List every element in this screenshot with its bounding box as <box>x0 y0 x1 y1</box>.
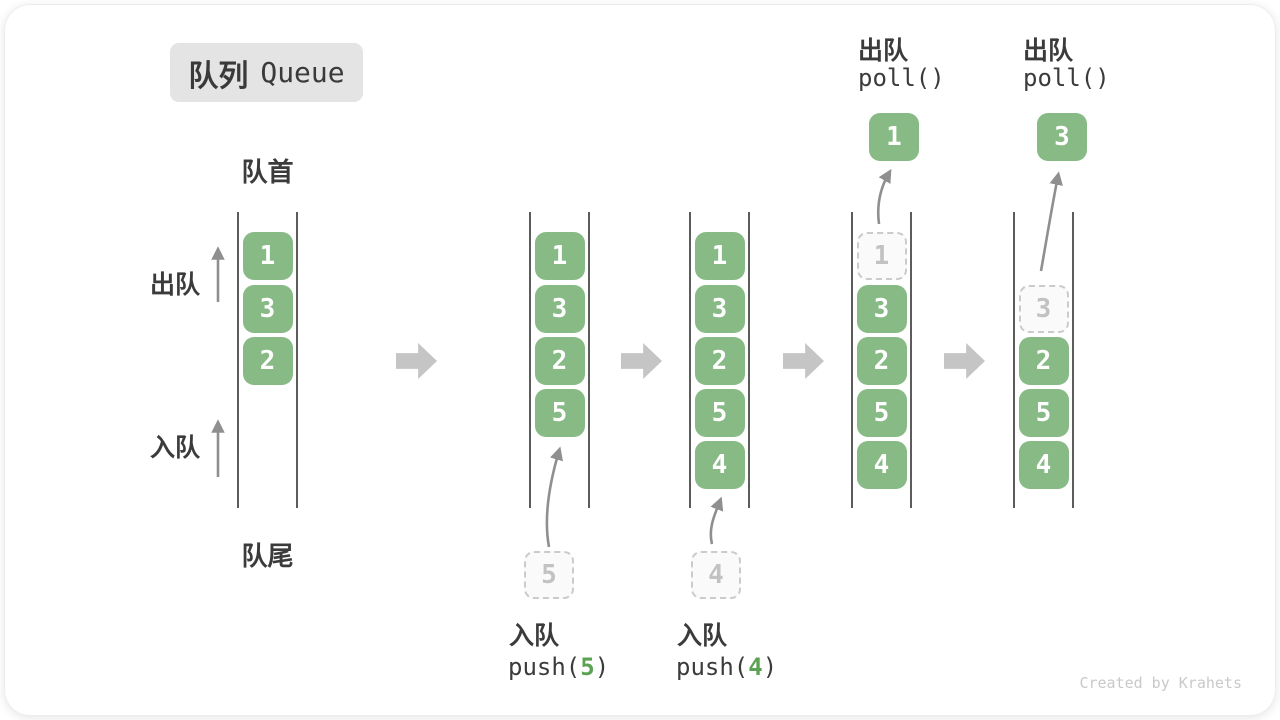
queue-cell: 3 <box>694 284 745 333</box>
code-arg: 4 <box>748 653 763 681</box>
queue-cell: 5 <box>856 389 907 437</box>
dequeued-cell: 1 <box>869 113 919 161</box>
queue-cell: 2 <box>534 336 585 385</box>
incoming-cell: 4 <box>691 551 741 599</box>
queue-rails-state-2 <box>529 212 590 508</box>
queue-cell: 3 <box>534 284 585 333</box>
queue-cell: 1 <box>694 232 745 280</box>
queue-cell: 2 <box>694 336 745 385</box>
op-code-push-4: push(4) <box>676 653 777 681</box>
queue-cell: 4 <box>694 441 745 489</box>
incoming-cell: 5 <box>524 551 574 599</box>
queue-cell: 4 <box>1018 441 1069 489</box>
code-text: ) <box>594 653 610 681</box>
op-label-dequeue-3: 出队 <box>1023 37 1074 65</box>
queue-rails-state-5 <box>1013 212 1074 508</box>
op-code-poll-3: poll() <box>1023 64 1110 92</box>
code-text: push( <box>508 653 581 681</box>
queue-cell: 3 <box>242 284 293 333</box>
title-badge: 队列 Queue <box>170 43 363 102</box>
queue-rails-state-4 <box>851 212 912 508</box>
op-label-enqueue-5: 入队 <box>509 622 560 650</box>
label-dequeue-side: 出队 <box>150 271 201 299</box>
dequeued-cell: 3 <box>1037 113 1087 161</box>
title-zh: 队列 <box>188 59 249 93</box>
watermark: Created by Krahets <box>1079 674 1242 692</box>
queue-cell: 5 <box>694 389 745 437</box>
title-en: Queue <box>260 56 345 89</box>
op-label-enqueue-4: 入队 <box>677 622 728 650</box>
code-arg: 5 <box>580 653 595 681</box>
removed-cell-ghost: 1 <box>856 232 907 280</box>
op-label-dequeue-1: 出队 <box>858 37 909 65</box>
queue-cell: 1 <box>242 232 293 280</box>
queue-cell: 2 <box>856 336 907 385</box>
label-enqueue-side: 入队 <box>150 434 201 462</box>
code-text: ) <box>762 653 778 681</box>
queue-cell: 5 <box>534 389 585 437</box>
queue-cell: 2 <box>242 336 293 385</box>
queue-cell: 5 <box>1018 389 1069 437</box>
queue-rails-state-1 <box>237 212 298 508</box>
queue-rails-state-3 <box>689 212 750 508</box>
op-code-push-5: push(5) <box>508 653 609 681</box>
queue-cell: 3 <box>856 284 907 333</box>
removed-cell-ghost: 3 <box>1018 284 1069 333</box>
label-queue-front: 队首 <box>241 157 294 187</box>
queue-cell: 4 <box>856 441 907 489</box>
op-code-poll-1: poll() <box>858 64 945 92</box>
queue-cell: 2 <box>1018 336 1069 385</box>
label-queue-rear: 队尾 <box>241 541 294 571</box>
code-text: push( <box>676 653 749 681</box>
queue-cell: 1 <box>534 232 585 280</box>
